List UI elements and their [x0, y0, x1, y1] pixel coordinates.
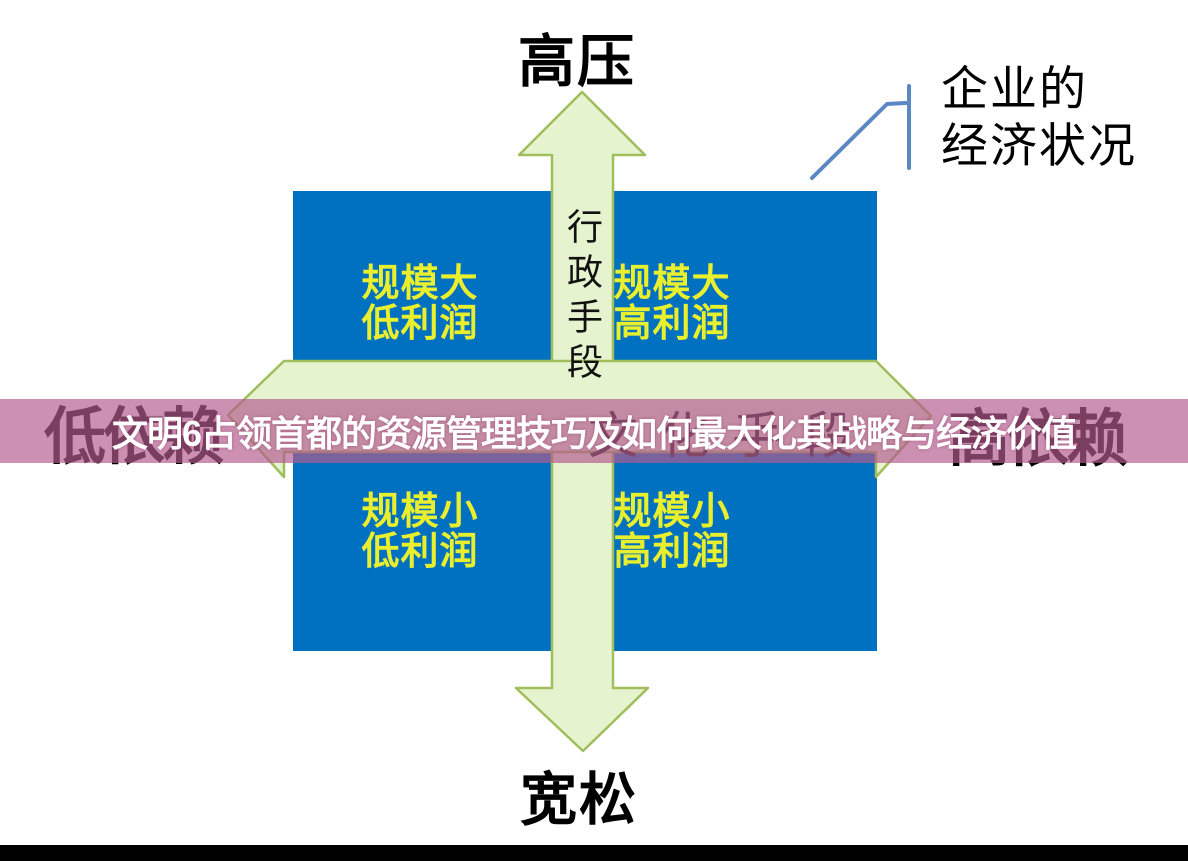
quadrant-top-left-line1: 规模大: [361, 263, 479, 305]
quadrant-bottom-left-line1: 规模小: [361, 491, 479, 533]
callout-pointer: [810, 84, 911, 180]
callout-text-line1: 企业的: [941, 64, 1088, 116]
title-banner: 文明6占领首都的资源管理技巧及如何最大化其战略与经济价值: [0, 399, 1188, 463]
vertical-axis-label: 行政手段: [562, 208, 602, 388]
quadrant-bottom-right: 规模小 高利润: [552, 492, 792, 572]
quadrant-bottom-left: 规模小 低利润: [300, 492, 540, 572]
quadrant-bottom-right-line1: 规模小: [613, 491, 731, 533]
axis-label-bottom: 宽松: [520, 768, 638, 832]
quadrant-bottom-right-line2: 高利润: [613, 531, 731, 573]
quadrant-top-left-line2: 低利润: [361, 303, 479, 345]
quadrant-top-right-line1: 规模大: [613, 263, 731, 305]
quadrant-bottom-left-line2: 低利润: [361, 531, 479, 573]
callout-text: 企业的 经济状况: [941, 62, 1171, 176]
quadrant-top-right: 规模大 高利润: [552, 264, 792, 344]
axis-label-top: 高压: [518, 30, 636, 94]
callout-text-line2: 经济状况: [941, 121, 1137, 173]
title-banner-text: 文明6占领首都的资源管理技巧及如何最大化其战略与经济价值: [111, 413, 1077, 454]
footer-bar: [0, 845, 1188, 861]
quadrant-top-right-line2: 高利润: [613, 303, 731, 345]
quadrant-top-left: 规模大 低利润: [300, 264, 540, 344]
callout-diagonal-line: [810, 101, 908, 180]
